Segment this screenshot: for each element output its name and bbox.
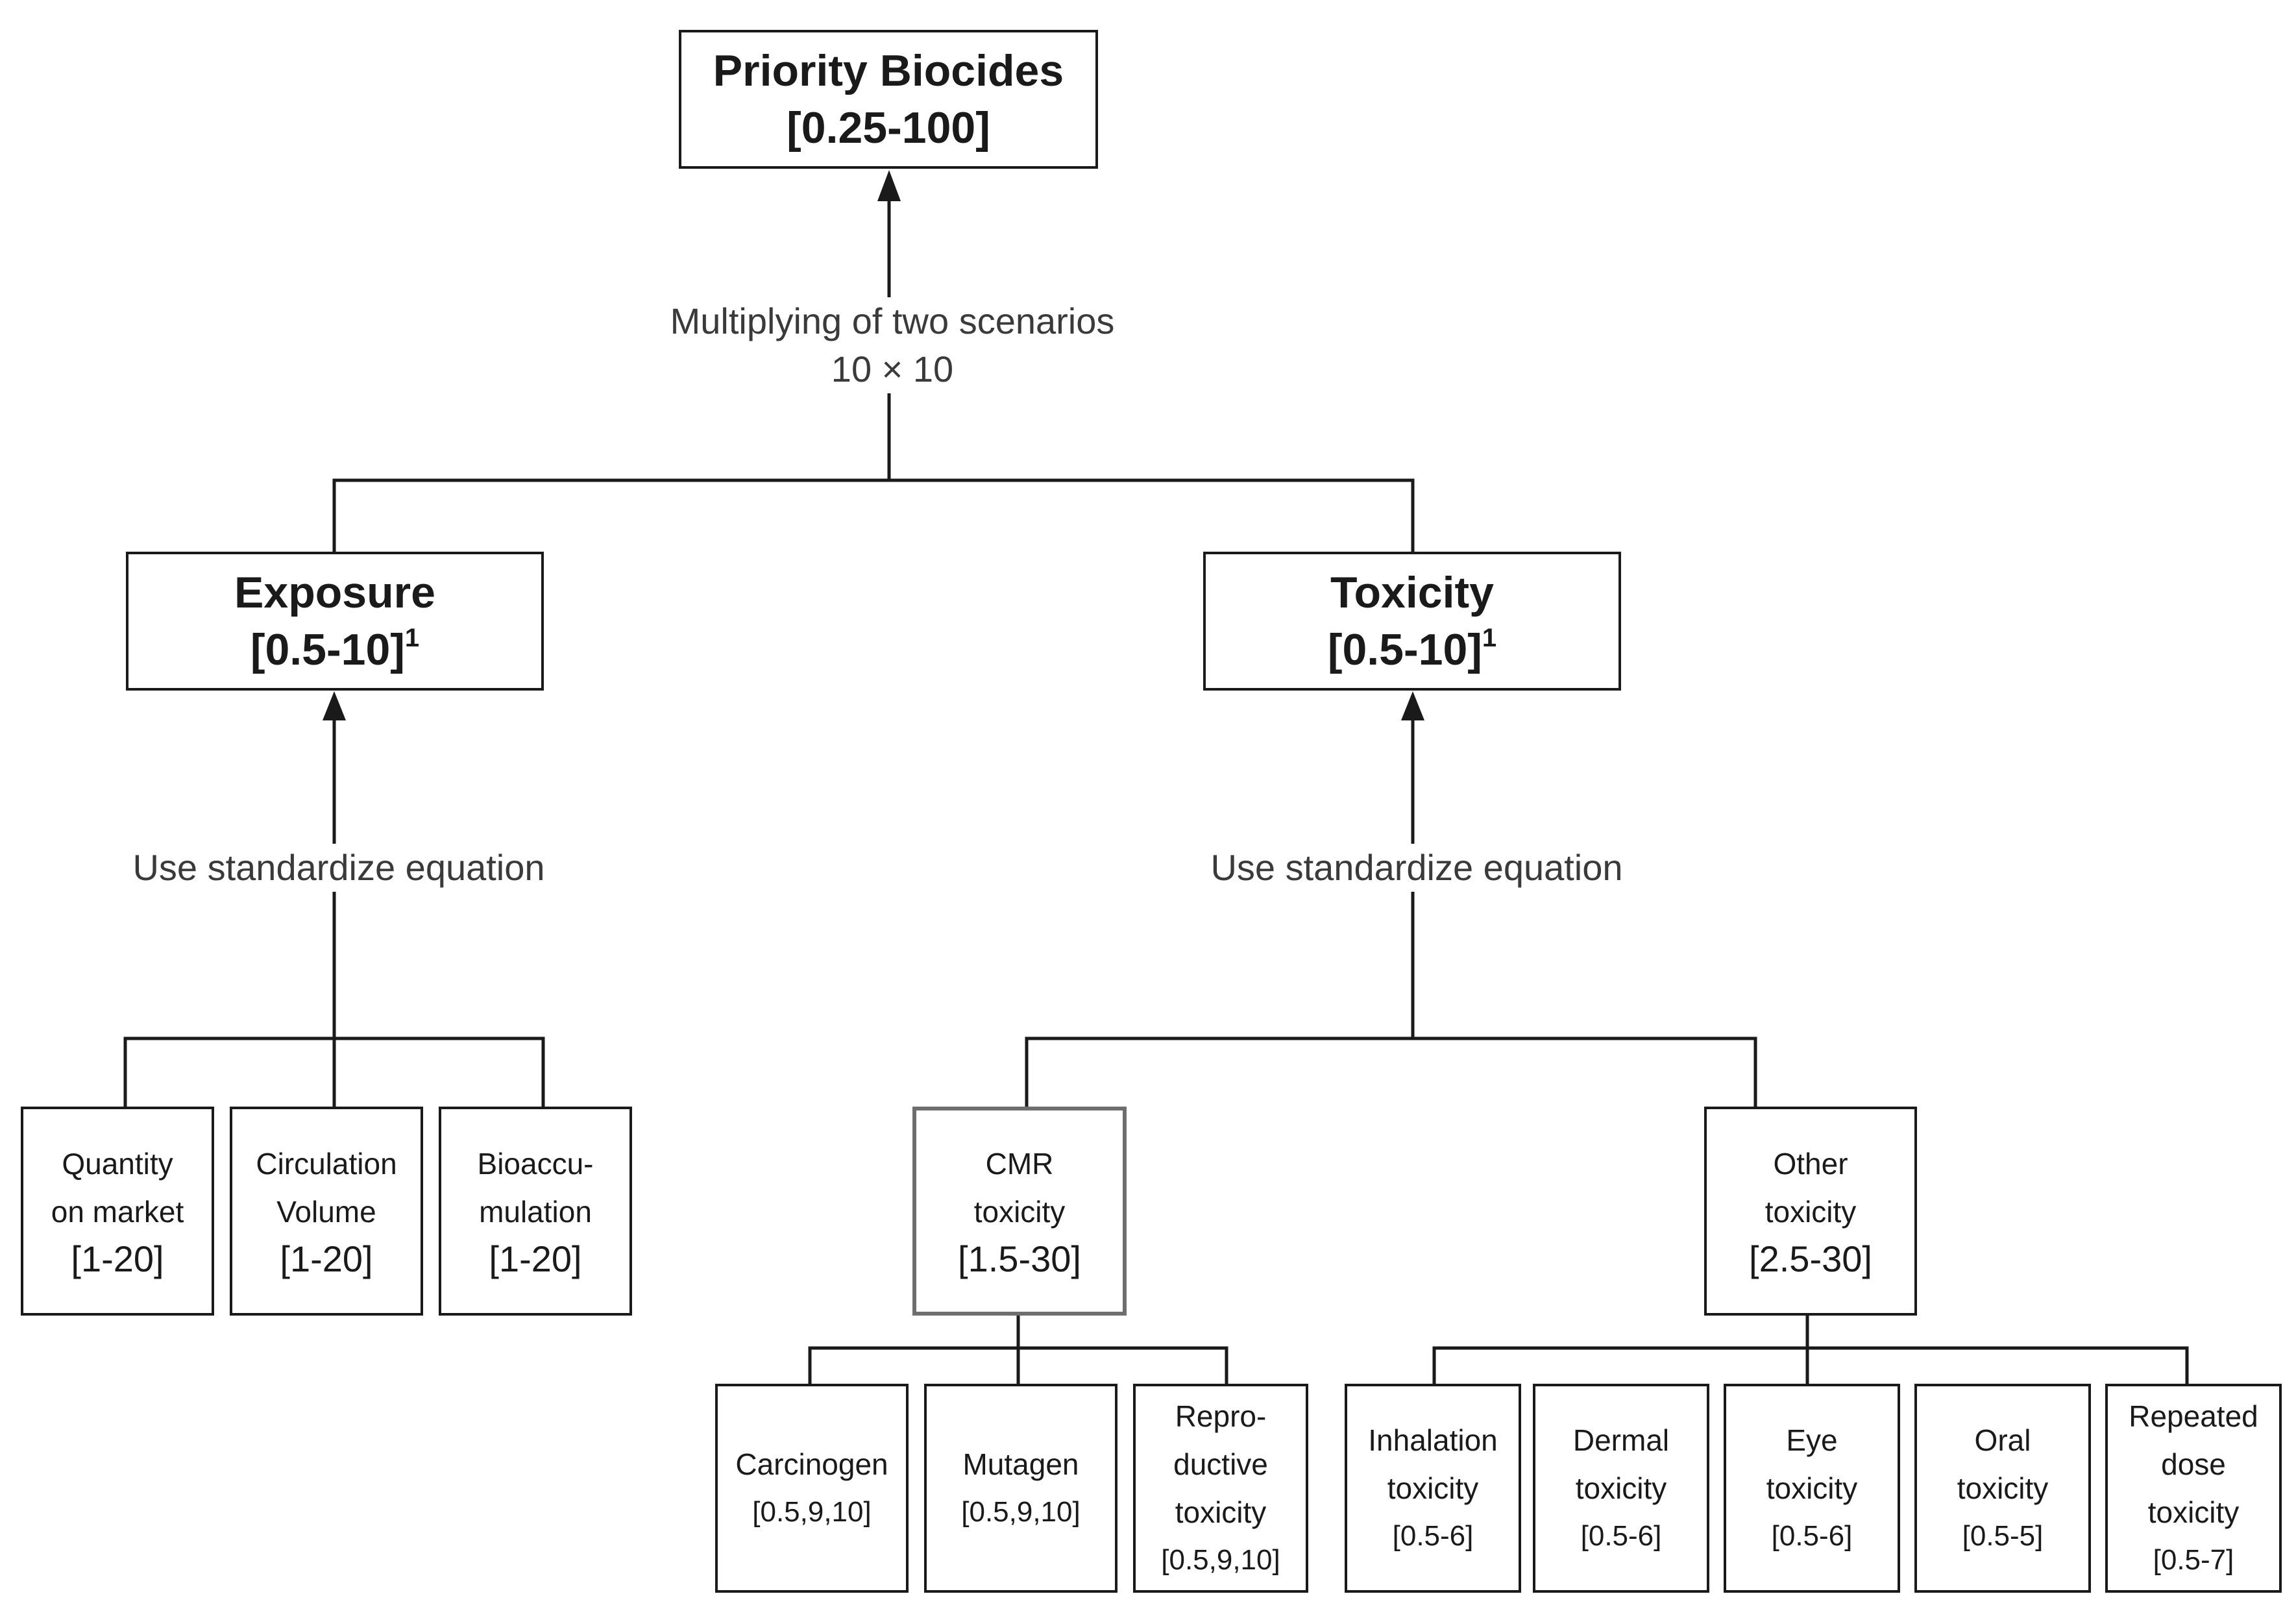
exposure-edge-label: Use standardize equation [132,844,545,892]
exposure-range-line: [0.5-10]1 [250,621,419,678]
node-label: toxicity [2147,1495,2240,1529]
node-label: Bioaccu- [477,1147,594,1181]
node-label: toxicity [1175,1495,1267,1529]
dermal-toxicity-box: Dermal toxicity [0.5-6] [1533,1384,1709,1593]
node-range: [0.5-6] [1392,1520,1474,1552]
node-label: toxicity [1387,1471,1479,1505]
carcinogen-box: Carcinogen [0.5,9,10] [715,1384,909,1593]
node-range: [0.5-6] [1771,1520,1853,1552]
circulation-volume-box: Circulation Volume [1-20] [230,1107,423,1316]
reproductive-toxicity-box: Repro- ductive toxicity [0.5,9,10] [1133,1384,1308,1593]
node-range: [0.5-7] [2153,1544,2234,1576]
node-label: on market [51,1195,184,1229]
node-label: mulation [479,1195,592,1229]
exposure-box: Exposure [0.5-10]1 [126,552,544,691]
node-range: [0.5,9,10] [961,1496,1081,1528]
exposure-range: [0.5-10] [250,625,405,674]
oral-toxicity-box: Oral toxicity [0.5-5] [1914,1384,2091,1593]
node-label: ductive [1173,1447,1268,1481]
connector-exposure-toxicity [332,478,1415,552]
node-label: Volume [276,1195,376,1229]
exposure-title: Exposure [234,568,435,617]
cmr-toxicity-box: CMR toxicity [1.5-30] [912,1107,1127,1316]
priority-biocides-box: Priority Biocides [0.25-100] [679,30,1098,169]
node-label: Carcinogen [735,1447,888,1481]
node-label: Circulation [256,1147,397,1181]
toxicity-title: Toxicity [1330,568,1494,617]
toxicity-edge-label: Use standardize equation [1210,844,1623,892]
node-label: toxicity [1575,1471,1667,1505]
bioaccumulation-box: Bioaccu- mulation [1-20] [439,1107,632,1316]
priority-biocides-range: [0.25-100] [787,103,990,153]
node-label: Inhalation [1368,1423,1498,1457]
top-edge-label: Multiplying of two scenarios 10 × 10 [670,297,1115,393]
node-label: dose [2161,1447,2226,1481]
top-edge-line2: 10 × 10 [831,349,954,389]
priority-biocides-title: Priority Biocides [713,46,1064,95]
node-label: Dermal [1572,1423,1670,1457]
node-label: Other [1773,1147,1848,1181]
connector-cmr-other [1025,1037,1757,1107]
node-label: Mutagen [962,1447,1079,1481]
node-range: [0.5-6] [1580,1520,1662,1552]
node-range: [0.5,9,10] [752,1496,872,1528]
connector-other-children [1432,1346,2189,1384]
node-label: Repro- [1175,1399,1267,1433]
node-label: Repeated [2129,1399,2258,1433]
node-label: toxicity [1765,1195,1857,1229]
top-edge-line1: Multiplying of two scenarios [670,301,1115,341]
node-range: [2.5-30] [1749,1238,1872,1279]
toxicity-range-line: [0.5-10]1 [1328,621,1496,678]
node-label: toxicity [1766,1471,1858,1505]
toxicity-range: [0.5-10] [1327,625,1482,674]
other-toxicity-box: Other toxicity [2.5-30] [1704,1107,1917,1316]
node-label: CMR [985,1147,1054,1181]
arrowhead-exposure [323,691,346,720]
repeated-dose-toxicity-box: Repeated dose toxicity [0.5-7] [2105,1384,2282,1593]
node-label: Oral [1974,1423,2031,1457]
arrowhead-toxicity [1401,691,1424,720]
toxicity-box: Toxicity [0.5-10]1 [1203,552,1621,691]
inhalation-toxicity-box: Inhalation toxicity [0.5-6] [1345,1384,1521,1593]
node-label: toxicity [973,1195,1066,1229]
node-range: [1-20] [280,1238,373,1279]
toxicity-footnote: 1 [1482,624,1497,652]
node-range: [1.5-30] [958,1238,1081,1279]
node-range: [1-20] [489,1238,582,1279]
node-range: [0.5,9,10] [1161,1544,1280,1576]
node-range: [1-20] [71,1238,164,1279]
mutagen-box: Mutagen [0.5,9,10] [924,1384,1117,1593]
arrowhead-priority [877,170,901,201]
node-label: toxicity [1957,1471,2049,1505]
exposure-footnote: 1 [404,624,420,652]
node-range: [0.5-5] [1962,1520,2044,1552]
quantity-on-market-box: Quantity on market [1-20] [21,1107,214,1316]
node-label: Eye [1786,1423,1838,1457]
eye-toxicity-box: Eye toxicity [0.5-6] [1724,1384,1900,1593]
node-label: Quantity [62,1147,173,1181]
